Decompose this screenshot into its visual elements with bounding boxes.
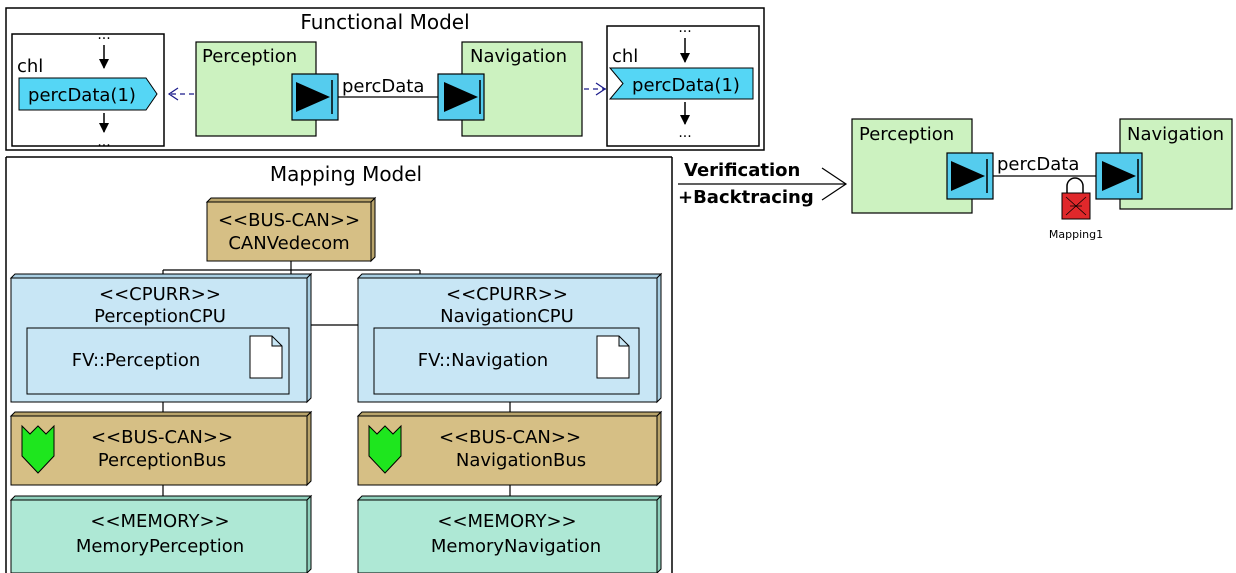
navigation-cpu-name: NavigationCPU — [440, 306, 574, 327]
fm-perception-label: Perception — [202, 46, 297, 67]
result-perception-label: Perception — [859, 124, 954, 145]
fv-perception-label: FV::Perception — [72, 350, 201, 371]
canvedecom-name: CANVedecom — [228, 233, 349, 254]
right-channel-label: chl — [612, 46, 638, 67]
memory-navigation-stereotype: <<MEMORY>> — [437, 511, 576, 532]
right-channel-dots-top: ... — [678, 20, 691, 36]
shield-icon — [368, 424, 402, 474]
fm-navigation-label: Navigation — [470, 46, 567, 67]
navigation-cpu-stereotype: <<CPURR>> — [446, 284, 568, 305]
memory-navigation-node[interactable]: <<MEMORY>> MemoryNavigation — [356, 494, 663, 573]
right-signal-label: percData(1) — [632, 75, 740, 96]
document-icon — [596, 335, 630, 379]
right-channel: ... chl percData(1) ... — [606, 20, 760, 147]
mapping-model-frame: Mapping Model — [5, 156, 673, 573]
perception-bus-node[interactable]: <<BUS-CAN>> PerceptionBus — [9, 410, 313, 487]
result-navigation-label: Navigation — [1127, 124, 1224, 145]
fv-perception-artifact[interactable] — [26, 327, 290, 395]
memory-perception-stereotype: <<MEMORY>> — [90, 511, 229, 532]
result-perception-block[interactable]: Perception — [851, 118, 994, 214]
result-percdata-label: percData — [997, 154, 1079, 175]
navigation-bus-name: NavigationBus — [456, 450, 586, 471]
left-channel-dots-top: ... — [97, 27, 110, 43]
memory-navigation-name: MemoryNavigation — [431, 536, 601, 557]
document-icon — [249, 335, 283, 379]
right-receive-signal[interactable] — [608, 67, 754, 100]
perception-cpu-node[interactable]: <<CPURR>> PerceptionCPU FV::Perception — [9, 272, 313, 404]
verification-transition: Verification +Backtracing — [678, 160, 848, 208]
fm-navigation-block[interactable]: Navigation — [437, 41, 583, 137]
perception-cpu-name: PerceptionCPU — [94, 306, 226, 327]
navigation-bus-stereotype: <<BUS-CAN>> — [439, 427, 581, 448]
fm-perception-block[interactable]: Perception — [195, 41, 339, 137]
functional-model-frame: Functional Model — [5, 7, 765, 151]
memory-perception-node[interactable]: <<MEMORY>> MemoryPerception — [9, 494, 313, 573]
verification-label: Verification — [684, 160, 800, 181]
mapping-model-title: Mapping Model — [270, 162, 422, 186]
functional-model-title: Functional Model — [300, 10, 469, 34]
shield-icon — [21, 424, 55, 474]
left-channel-dots-bottom: ... — [97, 134, 110, 150]
canvedecom-stereotype: <<BUS-CAN>> — [218, 210, 360, 231]
left-signal-label: percData(1) — [28, 85, 136, 106]
perception-bus-stereotype: <<BUS-CAN>> — [91, 427, 233, 448]
left-channel: ... chl percData(1) ... — [11, 27, 165, 150]
navigation-bus-node[interactable]: <<BUS-CAN>> NavigationBus — [356, 410, 663, 487]
perception-bus-name: PerceptionBus — [98, 450, 226, 471]
navigation-cpu-node[interactable]: <<CPURR>> NavigationCPU FV::Navigation — [356, 272, 663, 404]
left-send-signal[interactable] — [18, 77, 158, 111]
canvedecom-bus-node[interactable]: <<BUS-CAN>> CANVedecom — [205, 196, 377, 263]
lock-icon[interactable] — [1061, 177, 1091, 220]
perception-cpu-stereotype: <<CPURR>> — [99, 284, 221, 305]
fv-navigation-label: FV::Navigation — [418, 350, 548, 371]
left-channel-label: chl — [17, 56, 43, 77]
backtracing-label: +Backtracing — [678, 187, 814, 208]
mapping-connectors — [162, 261, 511, 496]
fv-navigation-artifact[interactable] — [373, 327, 640, 395]
mapping1-label: Mapping1 — [1049, 228, 1103, 241]
right-channel-dots-bottom: ... — [678, 125, 691, 141]
result-navigation-block[interactable]: Navigation — [1095, 118, 1233, 210]
memory-perception-name: MemoryPerception — [76, 536, 244, 557]
fm-percdata-label: percData — [342, 76, 424, 97]
